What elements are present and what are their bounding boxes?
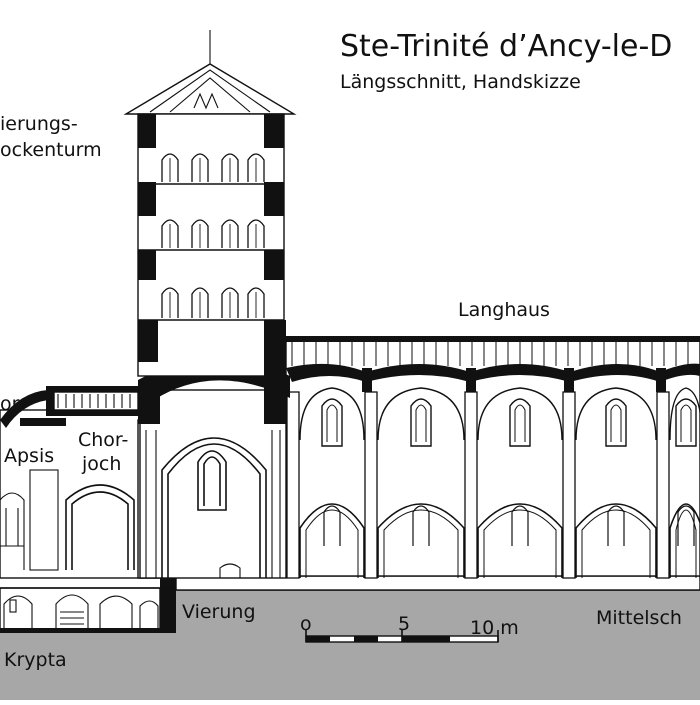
tower-window <box>221 219 239 248</box>
crypt <box>0 575 176 633</box>
clerestory-window <box>509 398 531 447</box>
clerestory-window <box>675 398 697 447</box>
tower-window <box>191 219 209 248</box>
tower-window <box>161 153 179 182</box>
scale-tick-10: 10 m <box>470 617 519 639</box>
clerestory-window <box>605 398 627 447</box>
crossing-tower <box>123 30 297 380</box>
clerestory-window-inner <box>680 404 692 442</box>
drawing-title: Ste-Trinité d’Ancy-le-D <box>340 29 672 64</box>
choir-label-line1: Chor- <box>78 429 128 451</box>
arcade-arch <box>477 503 563 578</box>
tower-window <box>247 153 265 182</box>
aisle-window <box>412 505 430 546</box>
tower-window <box>247 287 265 318</box>
arcade-inner-arch <box>483 509 557 578</box>
tower-label-line1: ierungs- <box>0 113 78 135</box>
nave-pier <box>286 391 300 579</box>
arcade-inner-arch <box>675 509 697 578</box>
tower-window <box>161 219 179 248</box>
aisle-window <box>511 505 529 546</box>
scale-tick-0: o <box>300 613 312 635</box>
choir-label-line2: joch <box>81 453 121 475</box>
vault-arch <box>669 387 700 441</box>
choir-edge-label: or <box>0 393 20 415</box>
arcade-inner-arch <box>305 509 359 578</box>
aisle-window <box>607 505 625 546</box>
clerestory-window-inner <box>415 404 427 442</box>
vault-arch <box>575 387 657 441</box>
nave-label: Langhaus <box>458 299 550 321</box>
clerestory-window-inner <box>610 404 622 442</box>
tower-window <box>221 153 239 182</box>
tower-window <box>161 287 179 318</box>
clerestory-window-inner <box>326 404 338 442</box>
vault-arch <box>377 387 465 441</box>
aisle-window <box>677 505 695 546</box>
vault-arch <box>477 387 563 441</box>
arcade-arch <box>575 503 657 578</box>
arcade-inner-arch <box>581 509 651 578</box>
apse-label: Apsis <box>4 445 54 467</box>
aisle-window <box>323 505 341 546</box>
nave-pier <box>364 391 378 579</box>
drawing-subtitle: Längsschnitt, Handskizze <box>340 71 581 93</box>
arcade-arch <box>669 503 700 578</box>
vault-arch <box>299 387 365 441</box>
nave-pier <box>656 391 670 579</box>
apse-choir <box>0 386 161 579</box>
scale-tick-5: 5 <box>398 613 410 635</box>
tower-window <box>221 287 239 318</box>
crossing-label: Vierung <box>182 601 256 623</box>
arcade-inner-arch <box>383 509 459 578</box>
crossing <box>138 358 290 579</box>
scale-bar: o 5 10 m <box>300 613 519 643</box>
tower-label-line2: ockenturm <box>0 139 102 161</box>
arcade-arch <box>377 503 465 578</box>
tower-window <box>191 287 209 318</box>
clerestory-window <box>410 398 432 447</box>
tower-window <box>247 219 265 248</box>
nave-pier <box>464 391 478 579</box>
arcade-arch <box>299 503 365 578</box>
nave-pier <box>562 391 576 579</box>
nave <box>285 336 700 579</box>
nave-floor-label: Mittelsch <box>596 607 682 629</box>
tower-window <box>191 153 209 182</box>
crypt-label: Krypta <box>4 649 67 671</box>
clerestory-window-inner <box>514 404 526 442</box>
clerestory-window <box>321 398 343 447</box>
